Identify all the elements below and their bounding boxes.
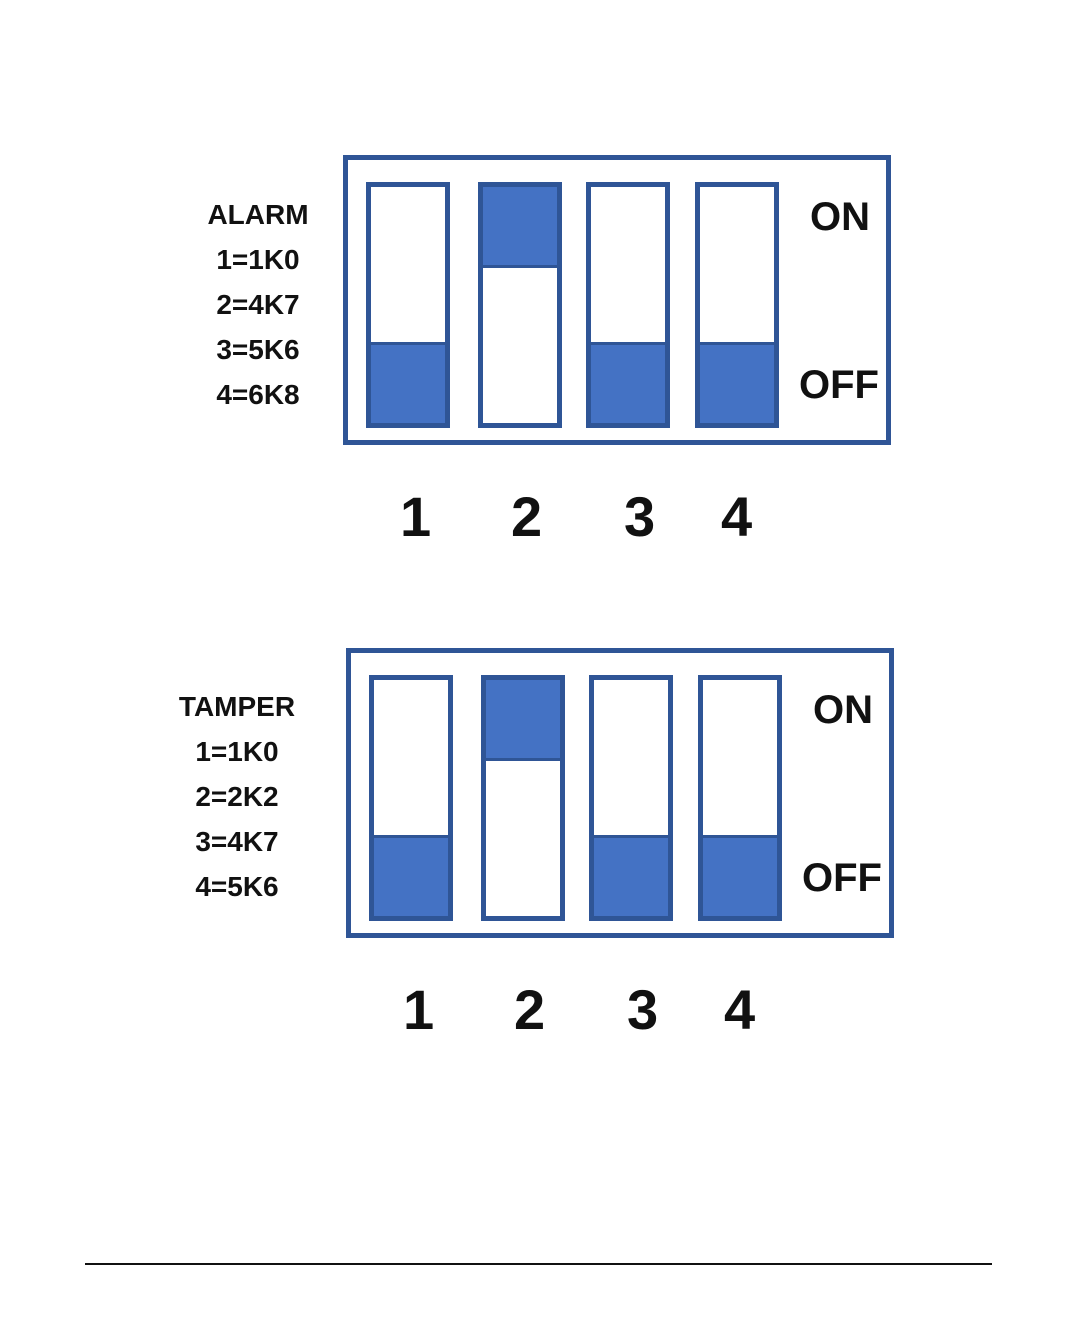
tamper-legend: TAMPER 1=1K0 2=2K2 3=4K7 4=5K6 [137,684,337,909]
tamper-switch-1[interactable] [369,675,453,921]
tamper-switch-4[interactable] [698,675,782,921]
tamper-switch-4-knob [703,835,777,916]
alarm-switch-4[interactable] [695,182,779,428]
tamper-switch-number-3: 3 [627,978,658,1042]
tamper-switch-3[interactable] [589,675,673,921]
alarm-off-label: OFF [799,363,879,407]
alarm-switch-number-1: 1 [400,485,431,549]
tamper-switch-number-1: 1 [403,978,434,1042]
alarm-switch-2-knob [483,187,557,268]
alarm-switch-1[interactable] [366,182,450,428]
alarm-switch-4-knob [700,342,774,423]
alarm-option-1: 1=1K0 [158,237,358,282]
alarm-title: ALARM [158,192,358,237]
alarm-option-3: 3=5K6 [158,327,358,372]
tamper-option-2: 2=2K2 [137,774,337,819]
alarm-switch-number-3: 3 [624,485,655,549]
tamper-option-3: 3=4K7 [137,819,337,864]
alarm-legend: ALARM 1=1K0 2=4K7 3=5K6 4=6K8 [158,192,358,417]
alarm-switch-numbers: 1 2 3 4 [0,485,1078,555]
tamper-switch-3-knob [594,835,668,916]
alarm-option-2: 2=4K7 [158,282,358,327]
tamper-switch-1-knob [374,835,448,916]
tamper-off-label: OFF [802,856,882,900]
tamper-switch-numbers: 1 2 3 4 [0,978,1078,1048]
tamper-switch-number-2: 2 [514,978,545,1042]
tamper-dip-panel: TAMPER 1=1K0 2=2K2 3=4K7 4=5K6 ON OFF 1 … [0,643,1078,1063]
tamper-switch-number-4: 4 [724,978,755,1042]
tamper-switch-2-knob [486,680,560,761]
footer-rule [85,1263,992,1265]
alarm-switch-number-2: 2 [511,485,542,549]
tamper-dip-switch-block: ON OFF [346,648,894,938]
alarm-dip-panel: ALARM 1=1K0 2=4K7 3=5K6 4=6K8 ON OFF 1 2… [0,150,1078,570]
tamper-option-1: 1=1K0 [137,729,337,774]
alarm-switch-3-knob [591,342,665,423]
alarm-on-label: ON [810,195,870,239]
tamper-option-4: 4=5K6 [137,864,337,909]
alarm-switch-2[interactable] [478,182,562,428]
alarm-switch-3[interactable] [586,182,670,428]
alarm-dip-switch-block: ON OFF [343,155,891,445]
alarm-option-4: 4=6K8 [158,372,358,417]
alarm-switch-number-4: 4 [721,485,752,549]
tamper-title: TAMPER [137,684,337,729]
alarm-switch-1-knob [371,342,445,423]
tamper-on-label: ON [813,688,873,732]
tamper-switch-2[interactable] [481,675,565,921]
